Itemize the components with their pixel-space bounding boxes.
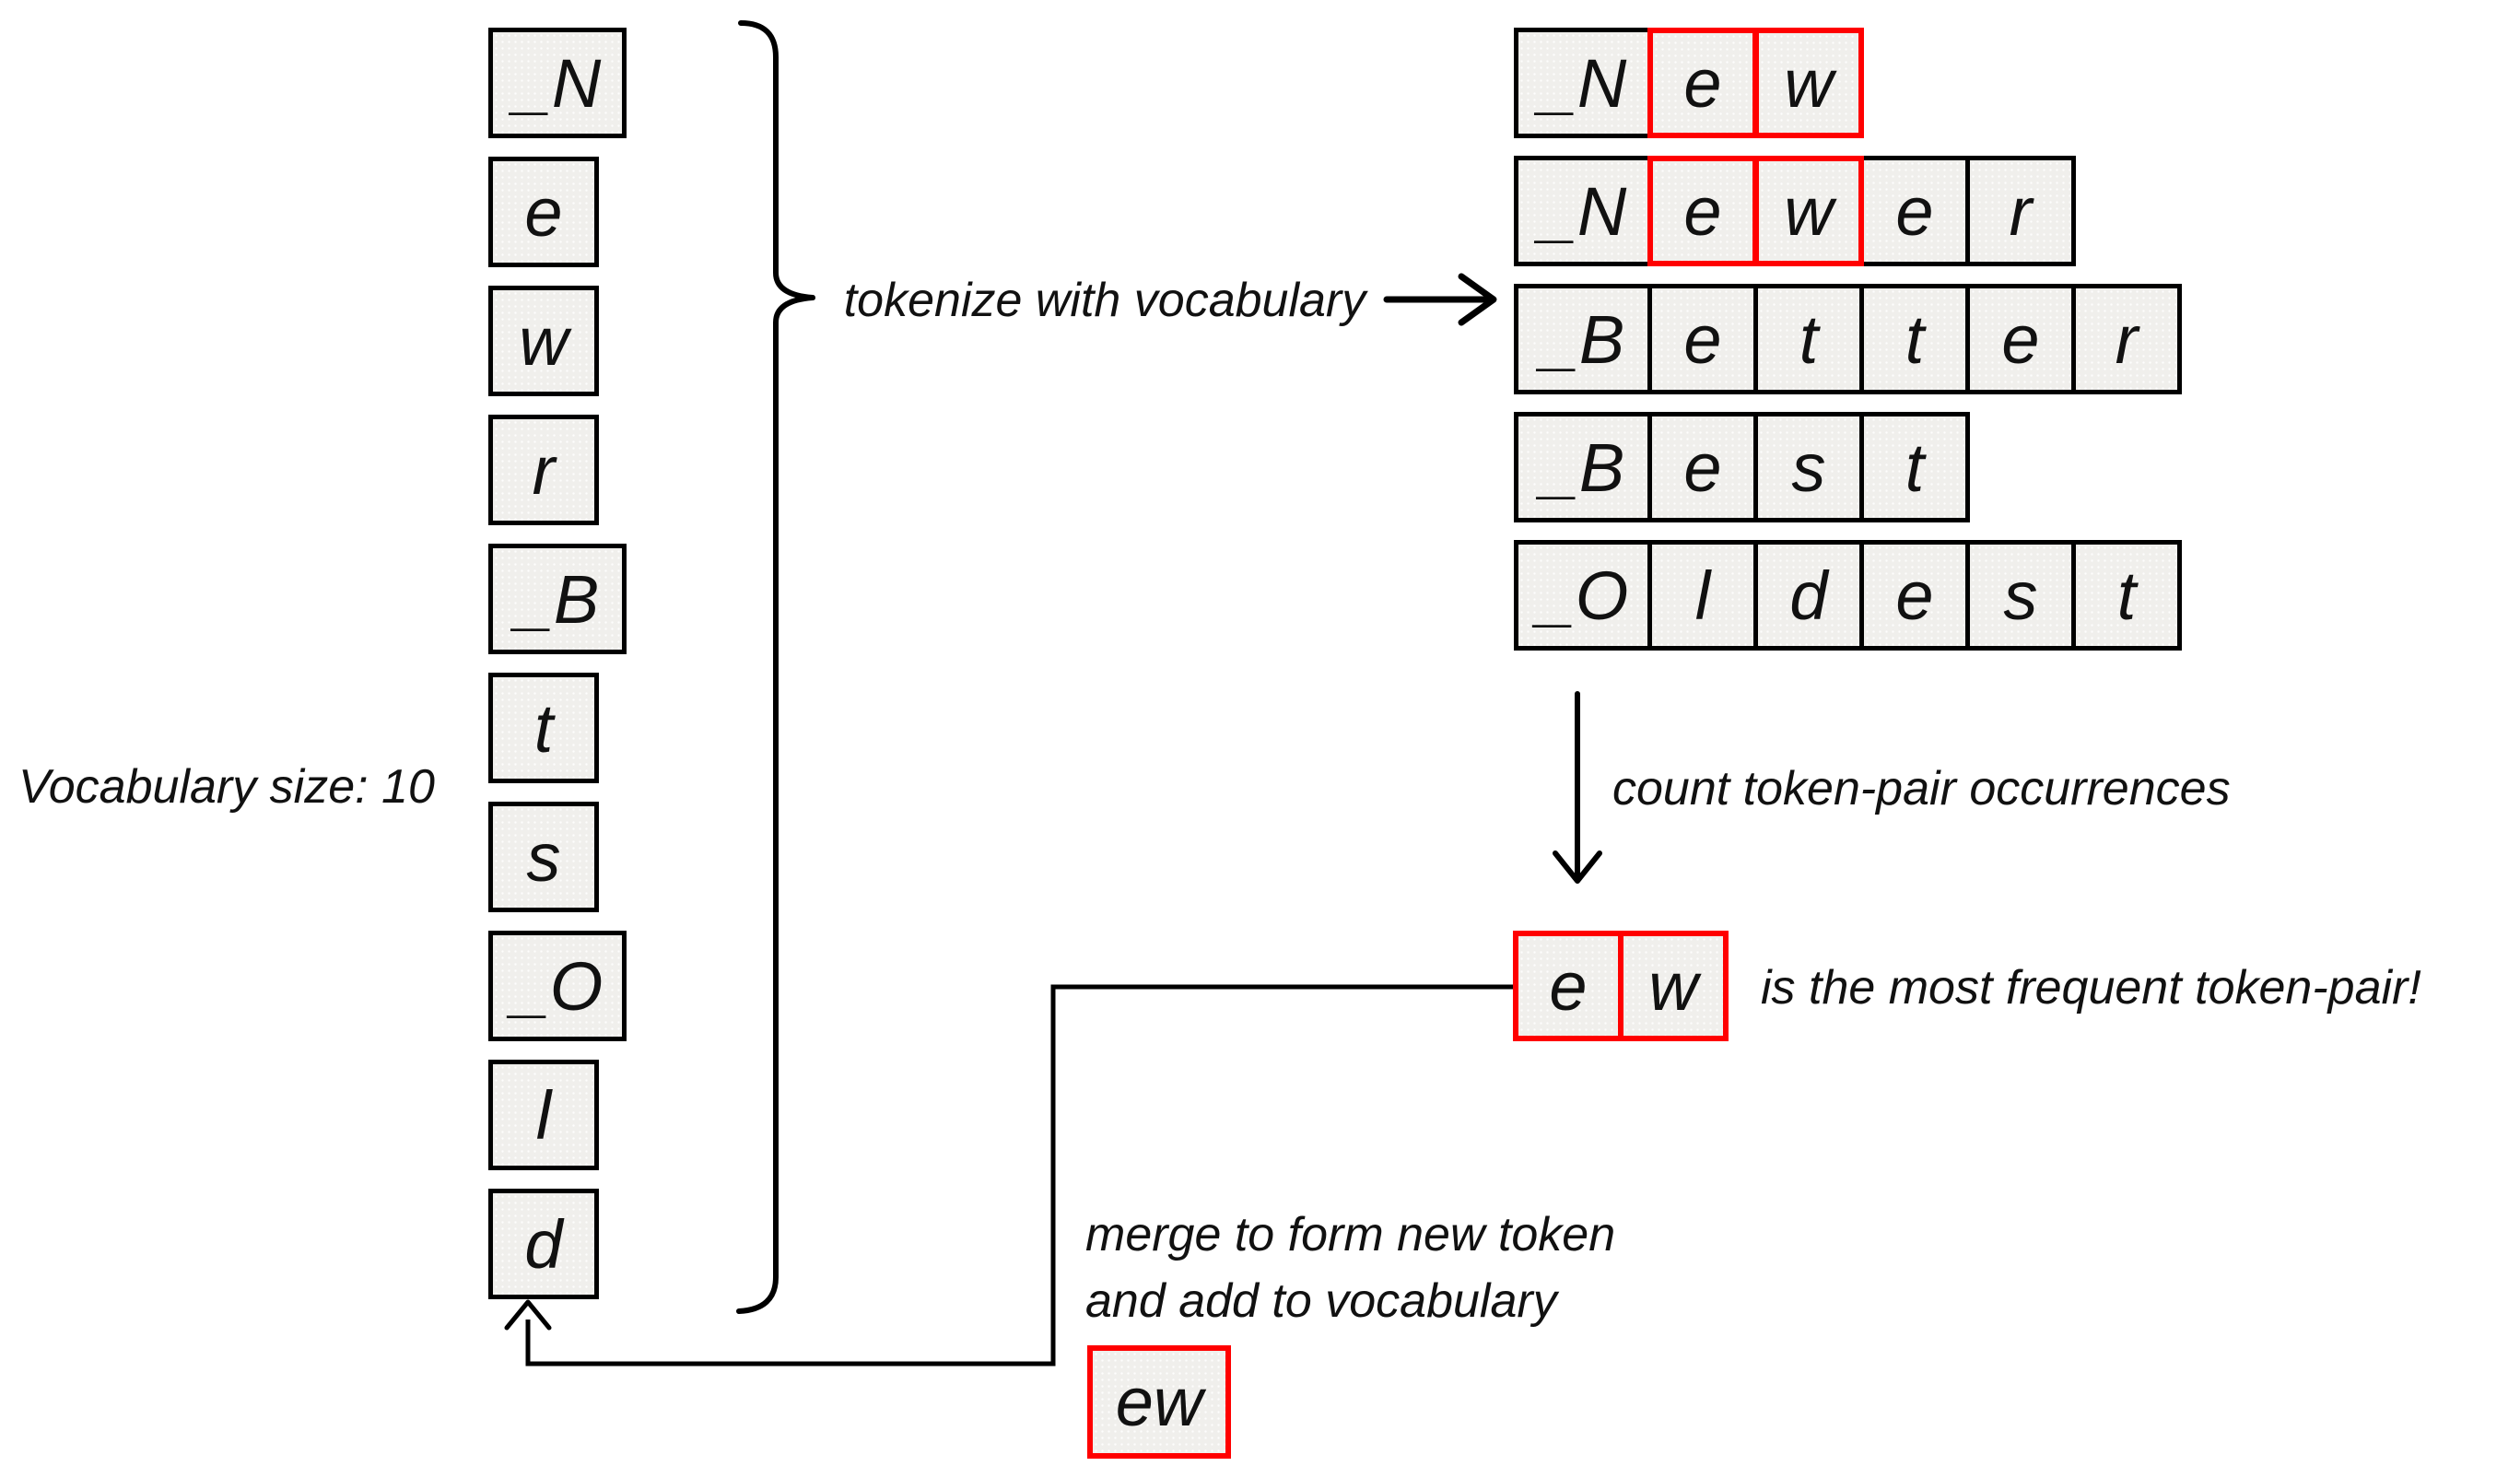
- token-cell: d: [1753, 540, 1864, 651]
- token-cell: s: [1753, 412, 1864, 522]
- merge-step-label-line1: merge to form new token: [1085, 1208, 1616, 1261]
- vocab-token-box: s: [488, 802, 599, 912]
- vocab-token-box: d: [488, 1189, 599, 1299]
- vocab-token-box: t: [488, 673, 599, 783]
- vocab-token-box: w: [488, 286, 599, 396]
- most-frequent-label: is the most frequent token-pair!: [1761, 961, 2421, 1015]
- token-cell: r: [1965, 156, 2076, 266]
- token-cell: _O: [1514, 540, 1652, 651]
- vocab-token-box: _O: [488, 931, 627, 1041]
- merge-step-label: merge to form new token and add to vocab…: [1085, 1202, 1615, 1334]
- vocabulary-size-label: Vocabulary size: 10: [18, 760, 435, 814]
- vocab-token-box: _N: [488, 28, 627, 138]
- token-cell: e: [1647, 28, 1758, 138]
- count-arrow-icon: [1553, 691, 1602, 884]
- tokenize-step-label: tokenize with vocabulary: [843, 274, 1366, 327]
- token-cell: w: [1753, 156, 1864, 266]
- merge-step-label-line2: and add to vocabulary: [1085, 1274, 1557, 1328]
- merge-loop-arrow: [504, 984, 1513, 1367]
- vocabulary-brace: [736, 20, 815, 1314]
- merged-token-box: ew: [1087, 1345, 1231, 1459]
- token-cell: e: [1647, 284, 1758, 394]
- token-cell: t: [1753, 284, 1864, 394]
- token-cell: e: [1965, 284, 2076, 394]
- token-cell: e: [1647, 156, 1758, 266]
- tokenize-arrow-icon: [1383, 273, 1497, 326]
- count-step-label: count token-pair occurrences: [1612, 762, 2231, 815]
- token-cell: t: [1859, 412, 1970, 522]
- token-cell: r: [2071, 284, 2182, 394]
- token-cell: t: [2071, 540, 2182, 651]
- token-cell: _B: [1514, 412, 1652, 522]
- token-cell: _B: [1514, 284, 1652, 394]
- token-cell: _N: [1514, 28, 1652, 138]
- frequent-pair-cell: w: [1618, 931, 1729, 1041]
- vocab-token-box: _B: [488, 544, 627, 654]
- vocab-token-box: l: [488, 1060, 599, 1170]
- token-cell: t: [1859, 284, 1970, 394]
- token-cell: e: [1859, 540, 1970, 651]
- token-cell: w: [1753, 28, 1864, 138]
- token-cell: l: [1647, 540, 1758, 651]
- vocab-token-box: r: [488, 415, 599, 525]
- token-cell: _N: [1514, 156, 1652, 266]
- frequent-pair-cell: e: [1513, 931, 1623, 1041]
- token-cell: e: [1859, 156, 1970, 266]
- token-cell: s: [1965, 540, 2076, 651]
- token-cell: e: [1647, 412, 1758, 522]
- vocab-token-box: e: [488, 157, 599, 267]
